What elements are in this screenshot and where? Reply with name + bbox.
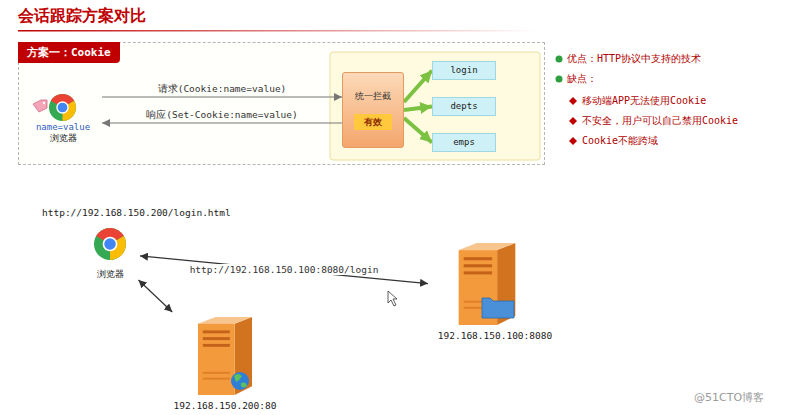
server-icon bbox=[459, 243, 516, 325]
bullet-diamond bbox=[569, 97, 577, 105]
con-item: 不安全，用户可以自己禁用Cookie bbox=[582, 115, 738, 127]
node-label: name=value bbox=[36, 122, 90, 133]
node-label: 浏览器 bbox=[97, 269, 124, 280]
cookie-panel: 方案一：Cookie name=value浏览器 统一拦截有效 login depts e… bbox=[18, 42, 545, 165]
node-label: emps bbox=[439, 137, 489, 148]
con-heading: 缺点： bbox=[567, 73, 597, 85]
endpoint-box: emps bbox=[432, 133, 496, 152]
server: 192.168.150.200:80 bbox=[160, 312, 290, 412]
connector bbox=[404, 71, 432, 103]
node-label: login bbox=[439, 65, 489, 76]
valid-badge: 有效 bbox=[354, 114, 392, 130]
node-label: 统一拦截 bbox=[347, 91, 399, 102]
bullet-dot bbox=[556, 76, 563, 83]
connector bbox=[102, 122, 342, 123]
node-label: 192.168.150.200:80 bbox=[174, 400, 277, 412]
panel-ground bbox=[18, 42, 545, 165]
panel-heading: 方案一：Cookie bbox=[18, 42, 120, 63]
title: 会话跟踪方案对比 bbox=[18, 6, 146, 27]
bullet-diamond bbox=[569, 117, 577, 125]
connector bbox=[140, 256, 428, 284]
node-label: 有效 bbox=[359, 116, 387, 128]
bullet-dot bbox=[556, 56, 563, 63]
pro-note: 优点：HTTP协议中支持的技术 bbox=[567, 53, 701, 65]
title-rule bbox=[18, 30, 538, 32]
interceptor-box: 统一拦截有效 bbox=[342, 72, 404, 148]
con-item: Cookie不能跨域 bbox=[582, 135, 658, 147]
server-area bbox=[330, 52, 540, 160]
browser: name=value浏览器 bbox=[24, 92, 102, 144]
cookie-tag-icon bbox=[33, 100, 47, 112]
con-item: 移动端APP无法使用Cookie bbox=[582, 95, 706, 107]
globe-icon bbox=[231, 372, 249, 390]
chrome-icon bbox=[49, 94, 76, 121]
endpoint-box: login bbox=[432, 61, 496, 80]
edge-label: http://192.168.150.100:8080/login bbox=[188, 264, 381, 275]
edge-label: 响应(Set-Cookie:name=value) bbox=[144, 109, 300, 120]
connector bbox=[102, 96, 342, 97]
endpoint-box: depts bbox=[432, 97, 496, 116]
watermark: @51CTO博客 bbox=[694, 392, 764, 404]
mouse-cursor bbox=[388, 291, 397, 306]
node-label: 浏览器 bbox=[50, 133, 77, 144]
connector bbox=[404, 107, 432, 111]
edge-label: 请求(Cookie:name=value) bbox=[156, 83, 289, 94]
server: 192.168.150.100:8080 bbox=[428, 238, 562, 342]
url-label: http://192.168.150.200/login.html bbox=[42, 207, 231, 219]
server-icon bbox=[198, 317, 252, 395]
connector bbox=[138, 280, 172, 312]
folder-icon bbox=[482, 298, 514, 318]
browser: 浏览器 bbox=[80, 226, 140, 280]
node-label: 192.168.150.100:8080 bbox=[438, 330, 552, 342]
node-label: depts bbox=[439, 101, 489, 112]
bullet-diamond bbox=[569, 137, 577, 145]
connector bbox=[404, 118, 432, 143]
chrome-icon bbox=[94, 228, 126, 260]
